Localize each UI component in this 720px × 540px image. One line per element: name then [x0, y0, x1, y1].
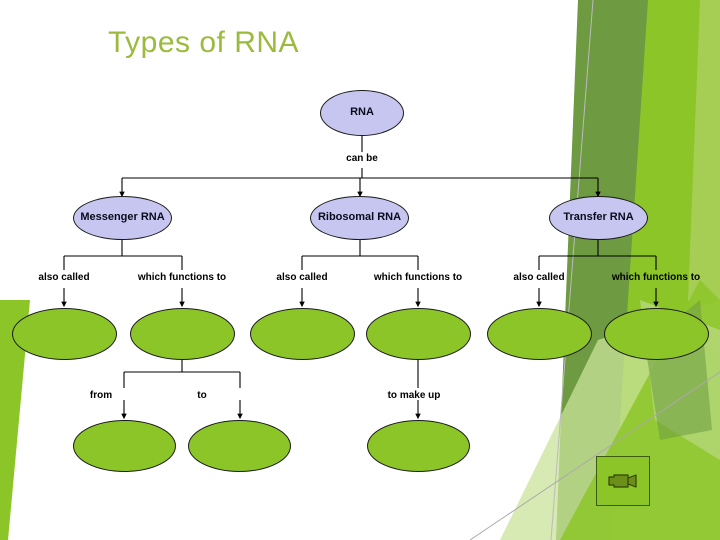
edge-label-mrna-which-functions-to: which functions to [137, 272, 227, 283]
node-mrna-also-called[interactable] [12, 308, 117, 360]
node-ribosomal-rna[interactable]: Ribosomal RNA [310, 196, 409, 240]
node-rrna-also-called[interactable] [250, 308, 355, 360]
edge-label-trna-which-functions-to: which functions to [611, 272, 701, 283]
edge-label-rrna-which-functions-to: which functions to [373, 272, 463, 283]
node-trna-also-called[interactable] [487, 308, 592, 360]
node-trna-function[interactable] [604, 308, 709, 360]
node-mrna-function[interactable] [130, 308, 235, 360]
node-rrna-function-make-up[interactable] [367, 420, 470, 472]
edge-label-to: to [197, 390, 207, 401]
edge-label-from: from [89, 390, 113, 401]
node-mrna-function-to[interactable] [188, 420, 291, 472]
node-rrna-function[interactable] [366, 308, 471, 360]
edge-label-can-be: can be [346, 153, 378, 164]
video-placeholder[interactable] [596, 456, 650, 506]
video-camera-icon [608, 474, 637, 488]
node-mrna-function-from[interactable] [73, 420, 176, 472]
edge-label-mrna-also-called: also called [38, 272, 90, 283]
edge-label-trna-also-called: also called [513, 272, 565, 283]
edge-label-to-make-up: to make up [387, 390, 441, 401]
node-rna[interactable]: RNA [320, 90, 404, 136]
node-transfer-rna[interactable]: Transfer RNA [549, 196, 648, 240]
edge-label-rrna-also-called: also called [276, 272, 328, 283]
page-title: Types of RNA [108, 26, 300, 59]
node-messenger-rna[interactable]: Messenger RNA [73, 196, 172, 240]
